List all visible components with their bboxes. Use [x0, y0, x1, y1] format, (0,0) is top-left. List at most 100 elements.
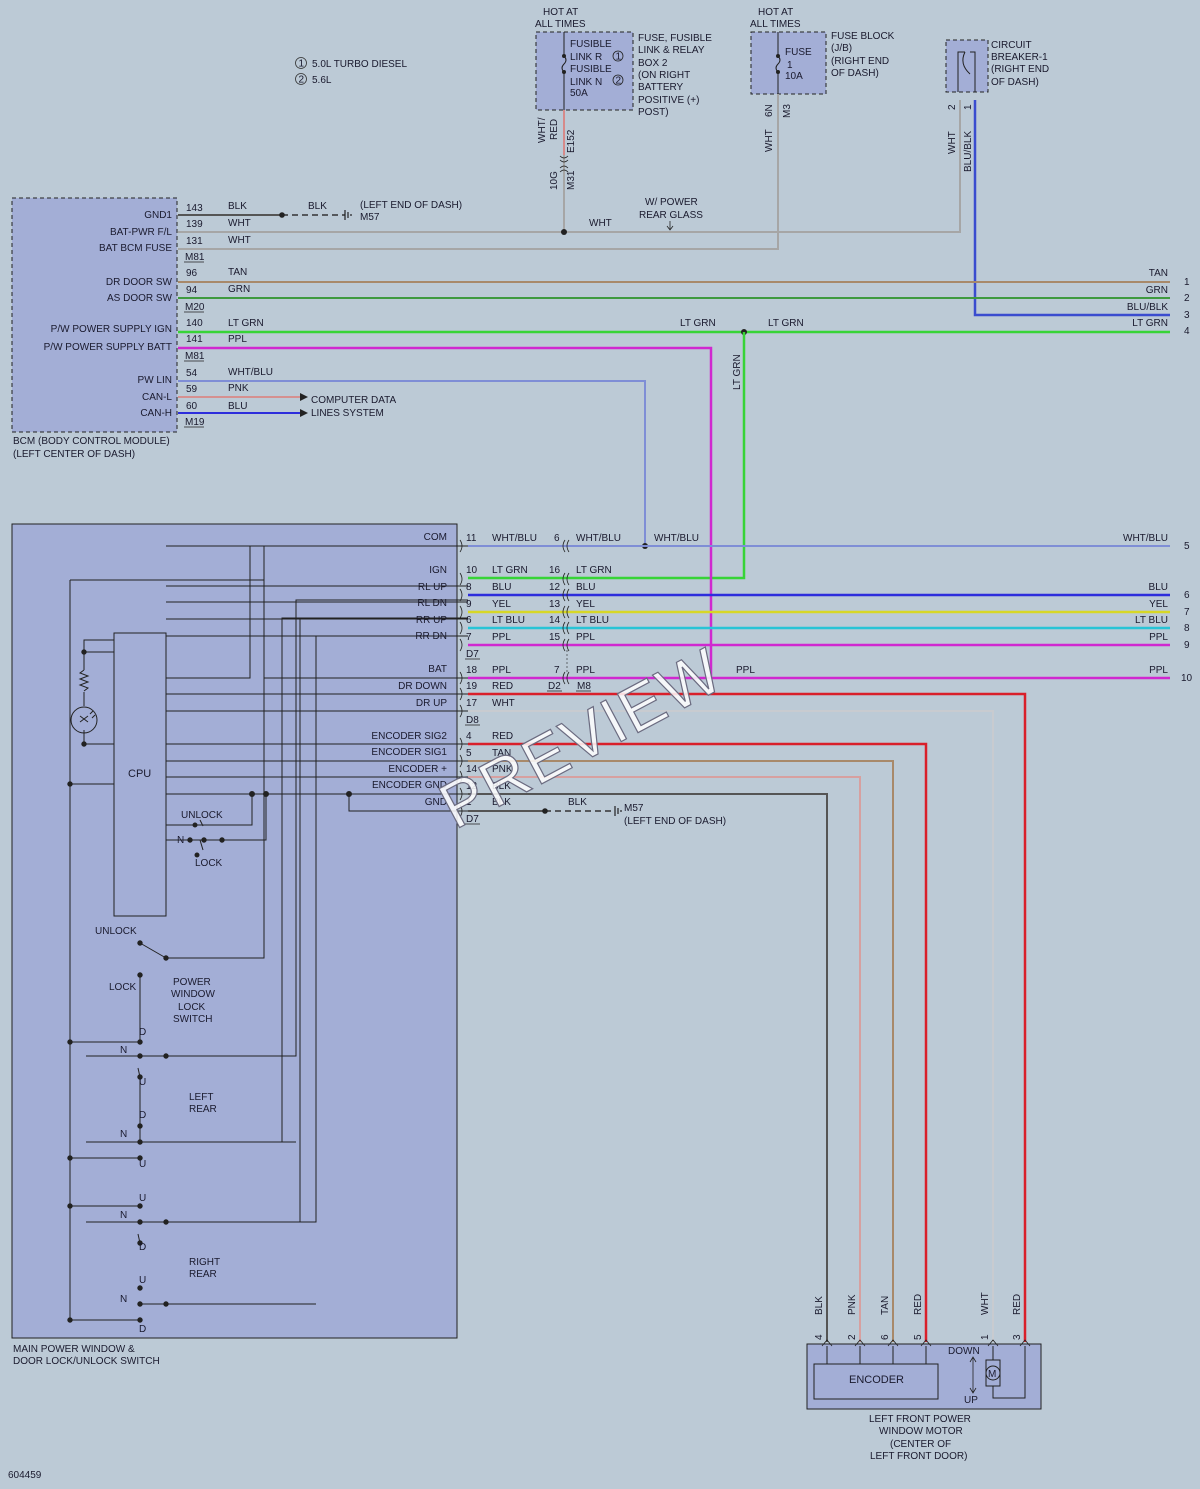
cpu-unlock-label: UNLOCK [181, 810, 223, 821]
sw-pin-11: 11 [466, 533, 477, 544]
sw-wire2-rl-dn: YEL [576, 599, 595, 610]
bcm-pin-numbers: 143 139 131 96 94 140 141 54 59 60 [186, 203, 203, 412]
bcm-label-pw-ign: P/W POWER SUPPLY IGN [51, 324, 172, 335]
right-rear-2: REAR [189, 1269, 217, 1280]
bcm-label-pw-batt: P/W POWER SUPPLY BATT [44, 342, 172, 353]
bcm-pin-59: 59 [186, 384, 198, 395]
sw-wire-dr-up: WHT [492, 698, 515, 709]
sw-label-bat: BAT [428, 664, 447, 675]
motor-name-4: LEFT FRONT DOOR) [870, 1451, 967, 1462]
fusible-link-box: HOT AT ALL TIMES FUSIBLE LINK R FUSIBLE … [535, 7, 712, 190]
fuseblock-inner-3: 10A [785, 71, 803, 82]
engine-legend: 1 5.0L TURBO DIESEL 2 5.6L [295, 57, 407, 86]
sw-label-enc-gnd: ENCODER GND [372, 780, 447, 791]
sw-wire-bat: PPL [492, 665, 511, 676]
rr-u-top: U [139, 1193, 146, 1204]
bcm-wire-wht-blu: WHT/BLU [228, 367, 273, 378]
right-color-4: LT GRN [1132, 318, 1168, 329]
fusible-label-5: BATTERY [638, 82, 684, 93]
fuseblock-connector: M3 [782, 104, 793, 118]
fusible-label-1: FUSE, FUSIBLE [638, 33, 712, 44]
legend-label-2: 5.6L [312, 75, 332, 86]
sw-label-rr-dn: RR DN [415, 631, 447, 642]
lt-grn-label-right: LT GRN [768, 318, 804, 329]
sw-wire-enc-sig2: RED [492, 731, 513, 742]
sw-pin2-14: 14 [549, 615, 561, 626]
bcm-conn-m19: M19 [185, 417, 205, 428]
pwl-lock-label: LOCK [109, 982, 137, 993]
lt-grn-vertical-label: LT GRN [732, 354, 743, 390]
bcm-name-1: BCM (BODY CONTROL MODULE) [13, 436, 170, 447]
switch-name-2: DOOR LOCK/UNLOCK SWITCH [13, 1356, 160, 1367]
lr-u-top: U [139, 1077, 146, 1088]
sw-label-dr-down: DR DOWN [398, 681, 447, 692]
sw-wire-rr-up: LT BLU [492, 615, 525, 626]
lr-d-bottom: D [139, 1110, 146, 1121]
sw-label-rl-dn: RL DN [417, 598, 447, 609]
fusible-hot-2: ALL TIMES [535, 19, 586, 30]
bcm-label-can-h: CAN-H [140, 408, 172, 419]
lr-n-top: N [120, 1045, 127, 1056]
bcm-name-2: (LEFT CENTER OF DASH) [13, 449, 135, 460]
sw-pin-5: 5 [466, 748, 472, 759]
bcm-ground-conn: M57 [360, 212, 380, 223]
breaker-wire-right: BLU/BLK [963, 131, 974, 172]
sw-wire-dr-down: RED [492, 681, 513, 692]
left-rear-1: LEFT [189, 1092, 213, 1103]
circuit-breaker: CIRCUIT BREAKER-1 (RIGHT END OF DASH) 2 … [945, 39, 1049, 172]
motor-wire-pnk: PNK [847, 1294, 858, 1315]
bcm-label-bat-pwr: BAT-PWR F/L [110, 227, 172, 238]
motor-wire-wht: WHT [980, 1292, 991, 1315]
sw-wire-rl-up: BLU [492, 582, 511, 593]
fusible-inner-1: FUSIBLE [570, 39, 612, 50]
bcm-pin-141: 141 [186, 334, 203, 345]
bcm-wire-pnk: PNK [228, 383, 249, 394]
sw-pin-10: 10 [466, 565, 478, 576]
sw-conn-d8: D8 [466, 715, 479, 726]
bcm-module: BCM (BODY CONTROL MODULE) (LEFT CENTER O… [11, 197, 804, 460]
fusible-connector: E152 [566, 129, 577, 153]
pwl-switch-4: SWITCH [173, 1014, 212, 1025]
sw-label-gnd: GND [425, 797, 447, 808]
motor-pin-6: 6 [880, 1334, 891, 1340]
sw-wire-com: WHT/BLU [492, 533, 537, 544]
legend-label-1: 5.0L TURBO DIESEL [312, 59, 407, 70]
glass-note-1: W/ POWER [645, 197, 698, 208]
right-num-4: 4 [1184, 326, 1190, 337]
sw-ground-conn: M57 [624, 803, 644, 814]
fuseblock-pin: 6N [764, 104, 775, 117]
fuseblock-label-3: (RIGHT END [831, 56, 889, 67]
motor-name-3: (CENTER OF [890, 1439, 951, 1450]
bcm-pin-139: 139 [186, 219, 203, 230]
sw-label-enc-sig2: ENCODER SIG2 [371, 731, 447, 742]
sw-label-enc-sig1: ENCODER SIG1 [371, 747, 447, 758]
legend-num-1: 1 [299, 59, 305, 70]
fuseblock-label-2: (J/B) [831, 43, 852, 54]
right-color-1: TAN [1149, 268, 1168, 279]
sw-pin2-15: 15 [549, 632, 561, 643]
sw-wire2-ign: LT GRN [576, 565, 612, 576]
sw-label-com: COM [424, 532, 447, 543]
fuseblock-hot-2: ALL TIMES [750, 19, 801, 30]
left-rear-2: REAR [189, 1104, 217, 1115]
sw-ground-wire: BLK [568, 797, 587, 808]
fusible-connector2: M31 [566, 170, 577, 190]
fusible-num-1: 1 [616, 52, 622, 63]
motor-pin-3: 3 [1012, 1334, 1023, 1340]
bcm-label-can-l: CAN-L [142, 392, 172, 403]
switch-name-1: MAIN POWER WINDOW & [13, 1344, 135, 1355]
fusible-label-2: LINK & RELAY [638, 45, 705, 56]
legend-num-2: 2 [299, 75, 305, 86]
fusible-inner-5: 50A [570, 88, 588, 99]
right-color-10: PPL [1149, 665, 1168, 676]
fuseblock-hot-1: HOT AT [758, 7, 793, 18]
sw-conn-d7-a: D7 [466, 649, 479, 660]
sw-wire2-bat: PPL [576, 665, 595, 676]
bcm-label-pw-lin: PW LIN [138, 375, 172, 386]
bcm-wire-blk: BLK [228, 201, 247, 212]
bcm-pin-140: 140 [186, 318, 203, 329]
bcm-label-as-door: AS DOOR SW [107, 293, 173, 304]
sw-pin-8: 8 [466, 582, 472, 593]
lr-u-bottom: U [139, 1159, 146, 1170]
svg-text:RED: RED [549, 119, 560, 140]
